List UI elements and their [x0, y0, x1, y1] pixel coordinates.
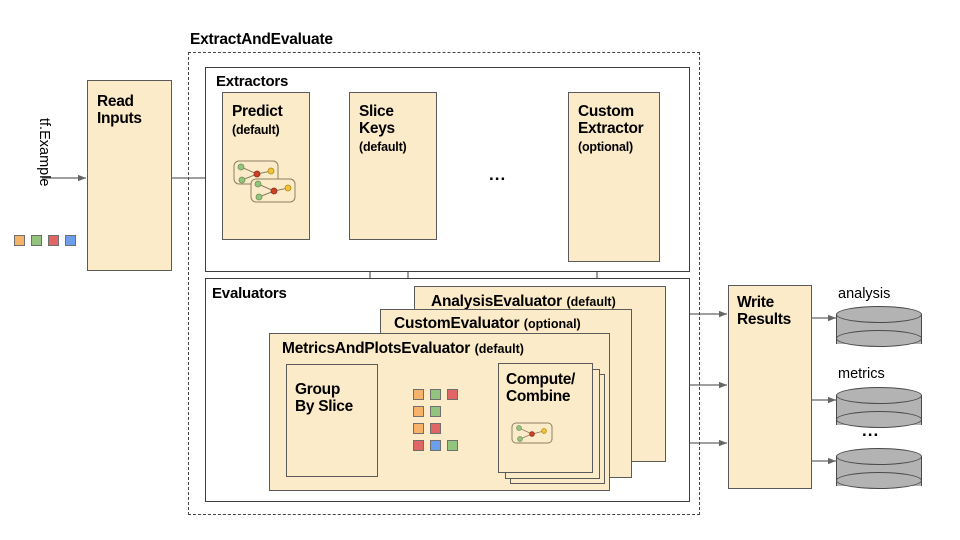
- grid-cell: [413, 406, 424, 417]
- write-results-label-line2: Results: [737, 311, 791, 328]
- swatch-orange: [14, 235, 25, 246]
- slice-keys-label-line2: Keys: [359, 120, 395, 137]
- extractors-group-title: Extractors: [216, 73, 289, 90]
- read-inputs-label-line1: Read: [97, 93, 134, 110]
- custom-extractor-sublabel: (optional): [578, 140, 633, 154]
- metrics-and-plots-evaluator-node[interactable]: MetricsAndPlotsEvaluator (default) Group…: [269, 333, 610, 491]
- compute-combine-node[interactable]: Compute/ Combine: [498, 363, 593, 473]
- sink-label-metrics: metrics: [838, 366, 885, 382]
- sink-cylinder-other: [836, 448, 922, 494]
- extractor-ellipsis: ...: [489, 165, 507, 184]
- write-results-node[interactable]: Write Results: [728, 285, 812, 489]
- grid-cell: [430, 389, 441, 400]
- custom-evaluator-sub: (optional): [523, 317, 581, 331]
- grid-cell: [413, 423, 424, 434]
- metrics-and-plots-evaluator-sub: (default): [474, 342, 524, 356]
- extract-and-evaluate-container: [188, 52, 700, 515]
- group-by-slice-label-line2: By Slice: [295, 398, 353, 415]
- group-by-slice-label-line1: Group: [295, 381, 340, 398]
- predict-sublabel: (default): [232, 123, 280, 137]
- graph-icon: [233, 160, 296, 203]
- slice-keys-label-line1: Slice: [359, 103, 394, 120]
- analysis-evaluator-title: AnalysisEvaluator (default): [431, 293, 616, 311]
- grid-cell: [430, 423, 441, 434]
- slice-color-grid: [413, 389, 471, 457]
- sink-cylinder-analysis: [836, 306, 922, 352]
- sink-label-analysis: analysis: [838, 286, 891, 302]
- analysis-evaluator-name: AnalysisEvaluator: [431, 293, 562, 310]
- metrics-and-plots-evaluator-name: MetricsAndPlotsEvaluator: [282, 340, 471, 357]
- read-inputs-label-line2: Inputs: [97, 110, 142, 127]
- evaluators-group-title: Evaluators: [212, 285, 287, 302]
- swatch-green: [31, 235, 42, 246]
- sink-label-ellipsis: ...: [862, 421, 880, 440]
- analysis-evaluator-sub: (default): [566, 295, 616, 309]
- custom-extractor-node[interactable]: Custom Extractor (optional): [568, 92, 660, 262]
- graph-icon-small: [511, 422, 553, 444]
- predict-label: Predict: [232, 103, 283, 120]
- compute-combine-label-line2: Combine: [506, 388, 571, 405]
- grid-cell: [413, 440, 424, 451]
- custom-evaluator-name: CustomEvaluator: [394, 315, 520, 332]
- sink-cylinder-metrics: [836, 387, 922, 433]
- metrics-and-plots-evaluator-title: MetricsAndPlotsEvaluator (default): [282, 340, 524, 358]
- grid-cell: [430, 440, 441, 451]
- grid-cell: [430, 406, 441, 417]
- write-results-label-line1: Write: [737, 294, 774, 311]
- slice-keys-sublabel: (default): [359, 140, 407, 154]
- swatch-blue: [65, 235, 76, 246]
- swatch-red: [48, 235, 59, 246]
- grid-cell: [413, 389, 424, 400]
- group-by-slice-node[interactable]: Group By Slice: [286, 364, 378, 477]
- custom-evaluator-title: CustomEvaluator (optional): [394, 315, 581, 333]
- input-label: tf.Example: [36, 118, 52, 187]
- custom-extractor-label-line2: Extractor: [578, 120, 644, 137]
- grid-cell: [447, 389, 458, 400]
- extract-and-evaluate-title: ExtractAndEvaluate: [190, 31, 333, 48]
- slice-keys-node[interactable]: Slice Keys (default): [349, 92, 437, 240]
- custom-extractor-label-line1: Custom: [578, 103, 634, 120]
- legend-swatches: [14, 235, 84, 249]
- compute-combine-label-line1: Compute/: [506, 371, 576, 388]
- grid-cell: [447, 440, 458, 451]
- read-inputs-node[interactable]: Read Inputs: [87, 80, 172, 271]
- predict-node[interactable]: Predict (default): [222, 92, 310, 240]
